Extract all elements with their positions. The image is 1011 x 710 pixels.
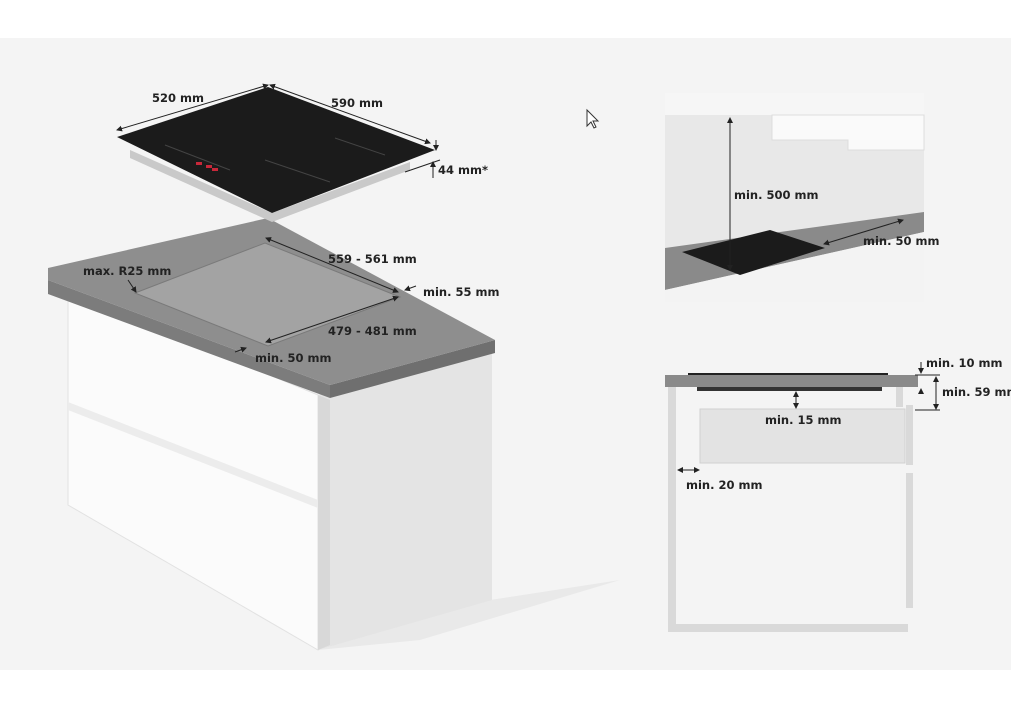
control-light — [206, 165, 212, 168]
top-gap-label: min. 10 mm — [926, 356, 1002, 370]
hob-height-label: 44 mm* — [438, 163, 488, 177]
cabinet-side — [318, 345, 492, 650]
mouse-cursor-icon — [586, 108, 600, 129]
wall-cabinet — [665, 93, 924, 115]
cooking-zone-line — [264, 159, 331, 183]
cabinet-edge — [318, 395, 330, 650]
kitchen-cabinet — [67, 291, 620, 651]
cutout-depth-label: 479 - 481 mm — [328, 324, 417, 338]
drawer-gap-label: min. 15 mm — [765, 413, 841, 427]
control-light — [196, 162, 202, 165]
wall-view-cabinet — [665, 232, 924, 302]
hob-underside — [130, 150, 410, 222]
hob-width-label: 520 mm — [152, 91, 204, 105]
cabinet-bottom-panel — [668, 624, 908, 632]
wall-view-hob — [682, 230, 825, 275]
cooking-zone-line — [164, 144, 231, 171]
hob-glass — [117, 87, 435, 213]
side-clearance-label: min. 50 mm — [863, 234, 939, 248]
drawer — [699, 408, 906, 464]
countertop-front-edge — [48, 280, 330, 398]
front-clearance-label: min. 50 mm — [255, 351, 331, 365]
side-gap-label: min. 20 mm — [686, 478, 762, 492]
section-countertop — [665, 375, 918, 387]
countertop-side-edge — [330, 340, 495, 398]
induction-hob — [117, 87, 435, 222]
cabinet-shadow — [318, 580, 620, 650]
section-view — [665, 362, 940, 632]
cabinet-left-panel — [668, 387, 676, 632]
hob-depth-label: 590 mm — [331, 96, 383, 110]
depth-below-label: min. 59 mm — [942, 385, 1011, 399]
wall-cabinet-side — [771, 114, 925, 151]
cabinet-drawer-gap — [68, 402, 318, 508]
corner-radius-label: max. R25 mm — [83, 264, 171, 278]
drawer-front — [906, 405, 913, 465]
section-hob-body — [697, 387, 882, 391]
control-light — [212, 168, 218, 171]
cutout-width-label: 559 - 561 mm — [328, 252, 417, 266]
height-above-label: min. 500 mm — [734, 188, 818, 202]
section-hob-glass — [688, 373, 888, 375]
door-front — [906, 473, 913, 608]
hob-dimension-lines — [116, 83, 441, 353]
cabinet-rail — [896, 387, 903, 407]
wall-installation-view — [665, 93, 925, 302]
rear-clearance-label: min. 55 mm — [423, 285, 499, 299]
